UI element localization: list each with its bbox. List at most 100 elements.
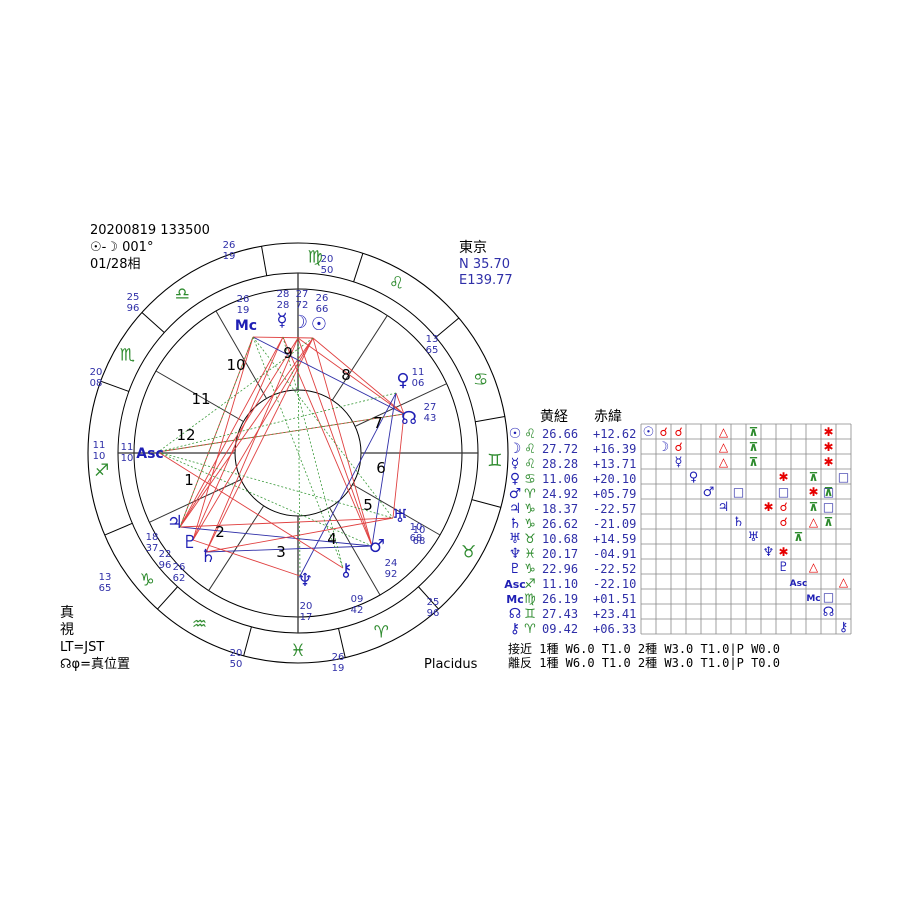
row-longitude: 24.92: [542, 487, 578, 501]
grid-aspect-glyph: ⊼: [809, 470, 819, 484]
planet-degree: 09: [351, 594, 364, 605]
row-planet-glyph: Mc: [506, 593, 523, 606]
sign-glyph: ♒: [192, 615, 207, 635]
table-header-declination: 赤緯: [594, 409, 622, 425]
grid-aspect-glyph: △: [839, 575, 849, 589]
cusp-minute: 68: [410, 533, 423, 544]
grid-aspect-glyph: △: [719, 440, 729, 454]
cusp-minute: 10: [93, 451, 106, 462]
planet-degree: 26: [316, 293, 329, 304]
row-longitude: 22.96: [542, 562, 578, 576]
sign-divider: [471, 499, 501, 508]
aspect-line: [205, 337, 299, 553]
grid-aspect-glyph: ⊼: [794, 530, 804, 544]
sign-glyph: ♈: [374, 623, 389, 643]
grid-aspect-glyph: △: [719, 425, 729, 439]
planet-minute: 42: [351, 605, 364, 616]
grid-aspect-glyph: ⊼: [749, 425, 759, 439]
minor-aspect-line: [157, 413, 405, 453]
cusp-minute: 65: [426, 345, 439, 356]
planet-glyphs: ☉2666☽2772☿2828♀1106☊2743♅1068♂2492⚷0942…: [121, 289, 437, 623]
grid-aspect-glyph: □: [823, 500, 834, 514]
row-sign-glyph: ♍: [524, 592, 536, 607]
cusp-degree: 20: [321, 254, 334, 265]
grid-aspect-glyph: ✱: [778, 545, 788, 559]
aspect-grid: ☉☽☿♀♂♃♄♅♆♇AscMc☊⚷☌☌△⊼✱☌△⊼✱△⊼✱✱⊼□□□✱□⊼✱☌⊼…: [640, 423, 852, 635]
row-declination: -22.10: [593, 577, 636, 591]
planet-glyph: ♂: [369, 536, 385, 557]
sign-divider: [435, 317, 460, 338]
house-number: 10: [226, 356, 245, 374]
row-declination: +05.79: [593, 487, 636, 501]
planet-degree: 24: [385, 558, 398, 569]
cusp-minute: 50: [230, 659, 243, 670]
grid-aspect-glyph: ⊼: [809, 500, 819, 514]
minor-aspect-line: [252, 336, 394, 519]
sign-glyph: ♓: [290, 641, 305, 661]
planet-degree: 27: [296, 289, 309, 300]
grid-diagonal-glyph: ♆: [763, 545, 775, 560]
cusp-minute: 19: [332, 663, 345, 674]
planet-degree: 27: [424, 402, 437, 413]
aspect-line: [157, 451, 344, 569]
cusp-degree: 25: [127, 292, 140, 303]
aspect-line: [252, 336, 405, 415]
planet-position-table: ☉♌26.66+12.62☽♌27.72+16.39☿♌28.28+13.71♀…: [504, 426, 636, 637]
grid-aspect-glyph: ⊼: [749, 440, 759, 454]
grid-aspect-glyph: △: [809, 515, 819, 529]
minor-aspect-line: [157, 337, 314, 453]
planet-glyph: ☊: [401, 408, 417, 429]
house-number: 2: [215, 523, 225, 541]
cusp-degree: 13: [99, 572, 112, 583]
row-planet-glyph: ♄: [509, 516, 522, 532]
house-number: 11: [191, 390, 210, 408]
house-number: 12: [176, 426, 195, 444]
aspect-line: [192, 336, 284, 541]
row-planet-glyph: ♇: [509, 561, 522, 577]
sign-divider: [418, 586, 439, 610]
cusp-minute: 50: [321, 265, 334, 276]
note-line-1: 真: [60, 605, 74, 621]
minor-aspect-line: [157, 451, 394, 519]
row-sign-glyph: ♊: [524, 607, 536, 622]
row-longitude: 10.68: [542, 532, 578, 546]
grid-aspect-glyph: ☌: [659, 425, 667, 439]
aspect-line: [297, 337, 373, 547]
grid-diagonal-glyph: ☊: [823, 605, 835, 620]
grid-aspect-glyph: ⊼: [824, 485, 834, 499]
planet-minute: 37: [146, 543, 159, 554]
grid-aspect-glyph: □: [838, 470, 849, 484]
aspect-line: [297, 337, 405, 415]
sun-moon-angle: ☉-☽ 001°: [90, 240, 153, 255]
cusp-degree: 20: [230, 648, 243, 659]
sign-glyph: ♏: [120, 346, 135, 366]
orb-line-separate: 離反 1種 W6.0 T1.0 2種 W3.0 T1.0|P T0.0: [508, 656, 780, 670]
chart-datetime: 20200819 133500: [90, 223, 210, 238]
row-sign-glyph: ♑: [524, 517, 536, 532]
aspect-line: [179, 337, 314, 528]
grid-aspect-glyph: ☌: [779, 515, 787, 529]
note-line-2: 視: [60, 622, 74, 638]
row-declination: +16.39: [593, 442, 636, 456]
grid-diagonal-glyph: Asc: [790, 579, 808, 589]
house-number: 6: [376, 459, 386, 477]
planet-glyph: ♃: [167, 512, 183, 533]
row-declination: +23.41: [593, 607, 636, 621]
cusp-degree: 25: [427, 597, 440, 608]
row-planet-glyph: ♆: [509, 546, 522, 562]
sign-glyph: ♐: [94, 461, 109, 481]
grid-diagonal-glyph: ♇: [778, 560, 790, 575]
grid-aspect-glyph: △: [809, 560, 819, 574]
house-number: 4: [327, 530, 337, 548]
minor-aspect-line: [157, 451, 373, 547]
cusp-minute: 19: [223, 251, 236, 262]
house-number: 5: [363, 496, 373, 514]
sign-divider: [338, 628, 346, 658]
house-number: 3: [276, 543, 286, 561]
grid-diagonal-glyph: ♅: [748, 530, 760, 545]
sign-divider: [141, 312, 165, 333]
sign-glyph: ♉: [461, 543, 476, 563]
sign-divider: [353, 253, 364, 282]
house-system: Placidus: [424, 657, 478, 672]
